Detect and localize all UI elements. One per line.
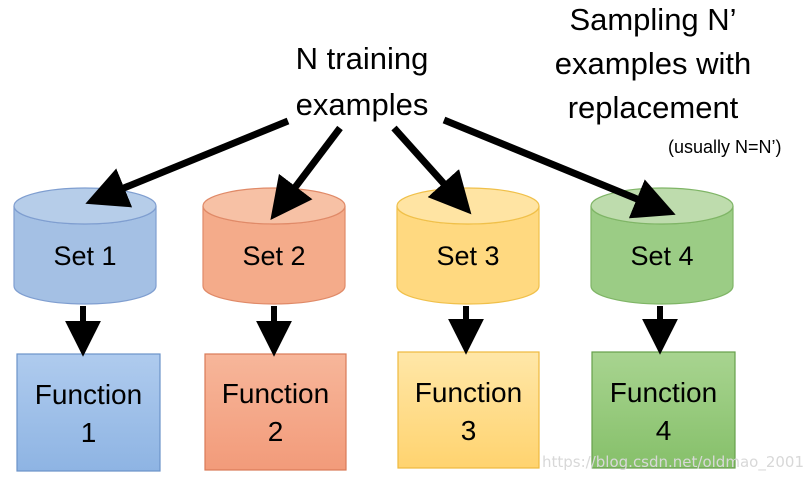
sampling-line-2: examples with	[554, 46, 752, 81]
function-1-label-line-1: Function	[34, 379, 143, 410]
function-1-box	[16, 353, 161, 472]
arrow-to-set-4	[442, 116, 676, 219]
arrow-to-set-3	[391, 125, 472, 215]
function-2-label-line-2: 2	[267, 416, 284, 447]
function-4-box	[591, 351, 736, 469]
function-4-label-line-2: 4	[655, 415, 672, 446]
function-2-box	[204, 353, 347, 471]
set-4-label: Set 4	[630, 241, 694, 271]
set-1-cylinder	[13, 187, 157, 305]
function-3-label-line-1: Function	[414, 377, 523, 408]
function-4-label-line-1: Function	[609, 377, 718, 408]
set-2-label: Set 2	[242, 241, 306, 271]
arrow-to-set-1	[85, 117, 290, 208]
set-3-cylinder	[396, 187, 540, 305]
function-3-box	[397, 351, 540, 469]
sampling-line-1: Sampling N’	[569, 2, 737, 37]
sampling-note: (usually N=N’)	[668, 137, 782, 157]
sampling-line-3: replacement	[567, 90, 739, 125]
function-1-label-line-2: 1	[80, 417, 97, 448]
source-line-2: examples	[295, 87, 429, 122]
function-2-label-line-1: Function	[221, 378, 330, 409]
source-line-1: N training	[295, 41, 429, 76]
arrow-to-set-2	[270, 125, 343, 221]
set-3-label: Set 3	[436, 241, 500, 271]
function-3-label-line-2: 3	[460, 415, 477, 446]
watermark: https://blog.csdn.net/oldmao_2001	[542, 453, 804, 471]
set-1-label: Set 1	[53, 241, 117, 271]
